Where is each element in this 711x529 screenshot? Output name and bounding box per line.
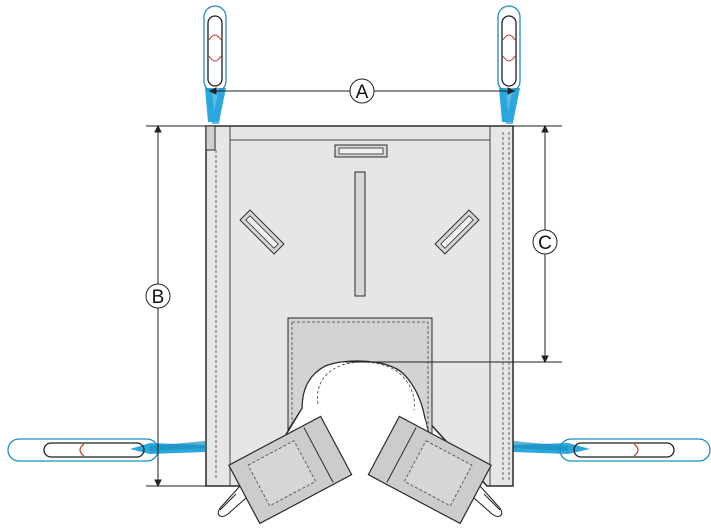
callout-a-label: A (356, 82, 369, 103)
left-leg-flap (228, 415, 353, 525)
right-leg-flap (367, 415, 492, 525)
top-left-strap (205, 88, 226, 124)
bottom-left-strap (130, 441, 205, 454)
callout-a-circle (349, 78, 375, 104)
top-label-slot-icon (334, 144, 388, 158)
callout-c-label: C (538, 233, 552, 254)
top-left-tab (205, 125, 216, 151)
top-right-strap (499, 88, 520, 124)
crotch-cutout-stitch (317, 361, 415, 411)
seat-padding-stitch (291, 321, 429, 438)
bottom-right-strap (513, 441, 590, 454)
left-leg-loop-icon (217, 485, 247, 517)
center-stay (354, 171, 366, 297)
callout-b-circle (145, 283, 171, 309)
side-seams (215, 126, 510, 486)
callout-c-circle (532, 229, 558, 255)
seat-padding-panel (287, 317, 433, 446)
callout-b-label: B (152, 287, 165, 308)
top-left-strap-loop-icon (203, 5, 227, 93)
right-leg-loop-icon (473, 485, 503, 517)
left-handle-slot-icon (239, 209, 285, 255)
right-handle-slot-icon (434, 209, 480, 255)
top-right-strap-loop-icon (497, 5, 521, 93)
bottom-right-strap-loop-icon (559, 438, 711, 462)
